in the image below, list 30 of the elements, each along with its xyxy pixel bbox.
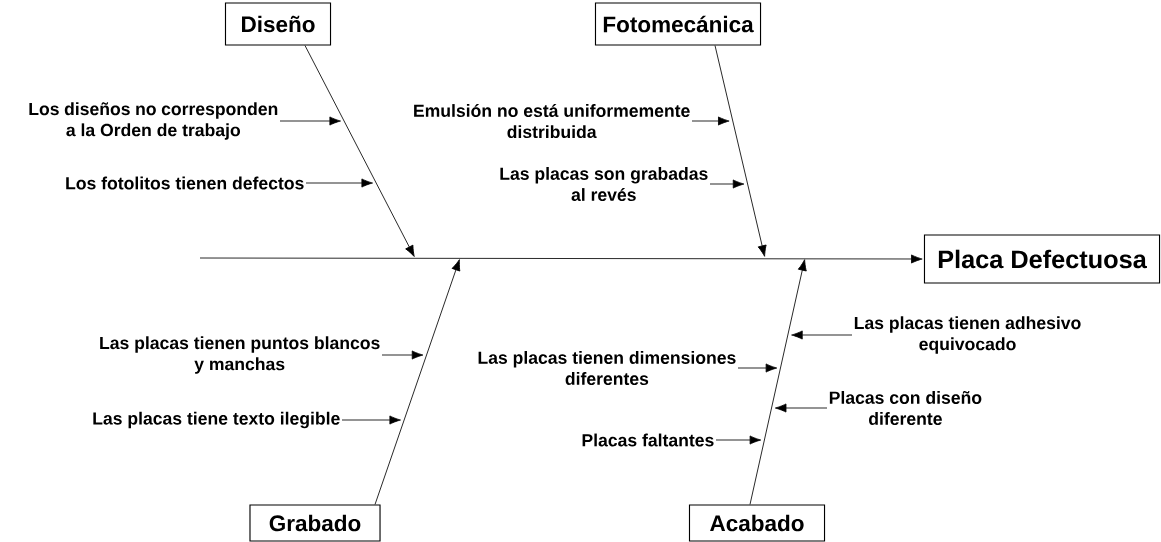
cause-text: Placas con diseño diferente <box>829 391 982 425</box>
category-box: Grabado <box>249 504 381 542</box>
cause-text: Las placas tienen adhesivo equivocado <box>854 316 1081 354</box>
bone-arrow <box>304 45 415 257</box>
arrow <box>305 178 373 188</box>
bone-arrow <box>374 259 461 505</box>
cause-text: Los fotolitos tienen defectos <box>66 176 304 190</box>
cause-text: Las placas son grabadas al revés <box>500 167 708 201</box>
cause-text: Placas faltantes <box>582 433 714 447</box>
arrow <box>715 435 762 445</box>
category-box: Acabado <box>688 504 826 542</box>
category-box: Diseño <box>224 2 332 46</box>
cause-text: Emulsión no está uniformemente distribuida <box>414 103 690 139</box>
arrow <box>774 403 828 413</box>
arrow <box>279 116 341 126</box>
cause-text: Las placas tienen puntos blancos y manchas <box>100 336 380 374</box>
bone-arrow <box>714 45 767 257</box>
bone-arrow <box>749 259 807 505</box>
cause-text: Las placas tienen dimensiones diferentes <box>478 351 736 385</box>
arrow <box>691 116 730 126</box>
arrow <box>381 350 424 360</box>
category-box: Fotomecánica <box>594 2 762 46</box>
arrow <box>341 415 401 425</box>
arrow <box>737 363 778 373</box>
arrow <box>791 330 853 340</box>
effect-box: Placa Defectuosa <box>923 234 1161 284</box>
spine-arrow <box>199 254 923 264</box>
cause-text: Las placas tiene texto ilegible <box>93 411 340 429</box>
cause-text: Los diseños no corresponden a la Orden de trabajo <box>29 102 278 140</box>
arrow <box>709 179 745 189</box>
